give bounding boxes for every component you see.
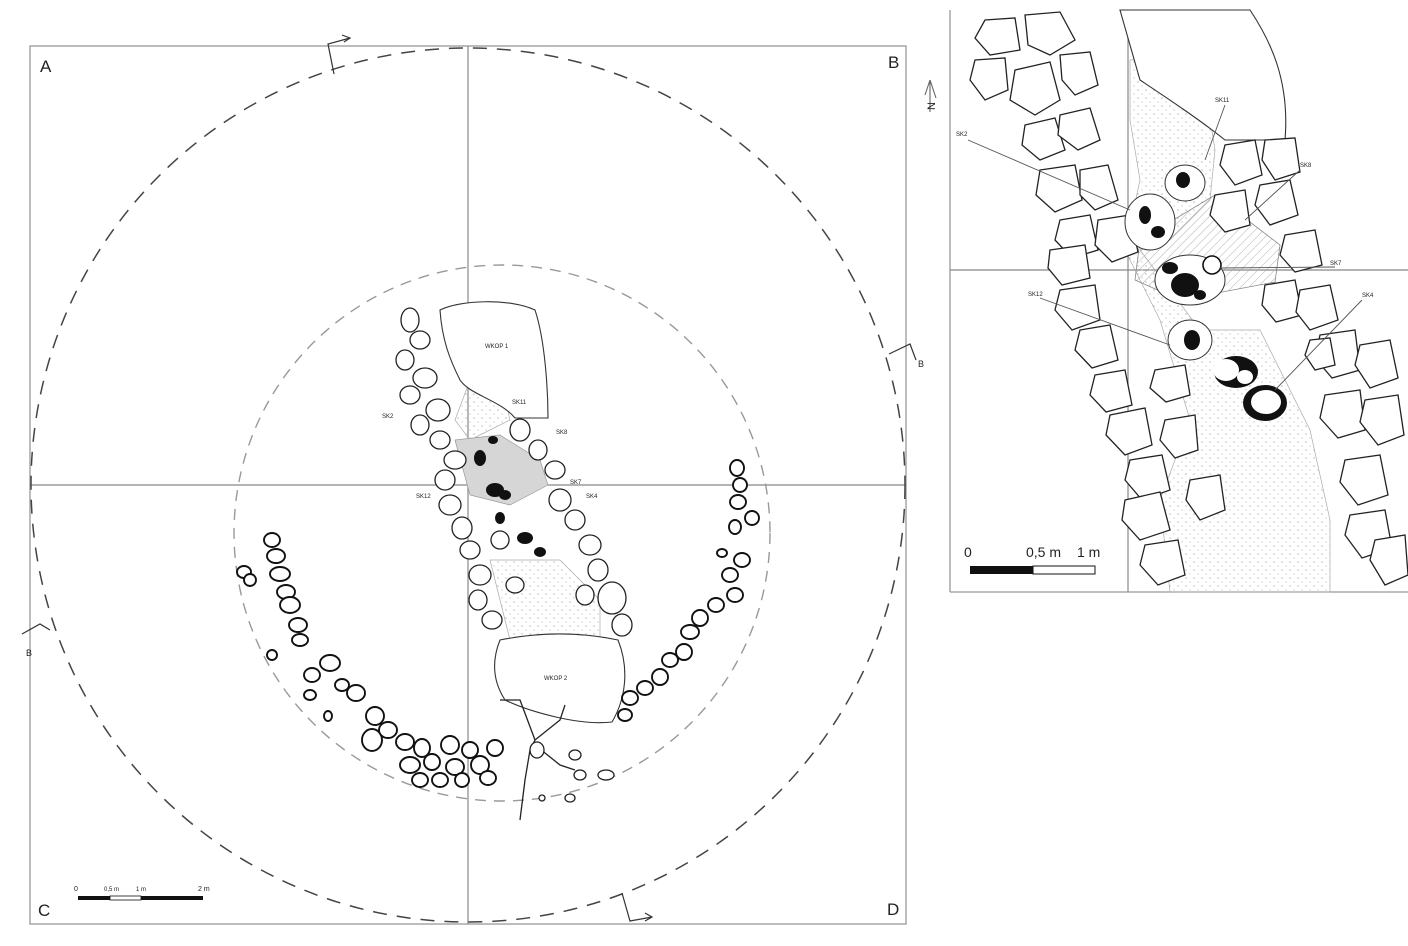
corner-label-c: C: [38, 901, 50, 920]
cairn-stone-band: WKOP 1 WKOP 2 SK2 SK11 SK8 SK7 SK12 SK4: [382, 301, 633, 724]
root-trace: [500, 699, 615, 821]
detail-scale-bar: 0 0,5 m 1 m: [964, 544, 1100, 575]
pit-wkop1-label: WKOP 1: [485, 344, 509, 350]
detail-stones-left: [969, 11, 1226, 586]
detail-feature-label-sk7: SK7: [1330, 261, 1342, 267]
detail-feature-label-sk4: SK4: [1362, 293, 1374, 299]
detail-scale-mid: 0,5 m: [1026, 544, 1061, 560]
detail-leader-lines: [967, 104, 1363, 391]
main-scale-two: 2 m: [198, 886, 210, 893]
section-label-right: B: [918, 359, 924, 369]
detail-double-pit: [1213, 356, 1287, 421]
section-label-left: B: [26, 648, 32, 658]
section-arrow-right: [888, 343, 917, 361]
outer-dashed-circle: [30, 47, 906, 923]
pit-wkop1-outline: [439, 301, 549, 419]
main-feature-label-sk4: SK4: [586, 494, 598, 500]
section-arrow-top: [327, 34, 352, 75]
main-scale-zero: 0: [74, 886, 78, 893]
main-feature-label-sk8: SK8: [556, 430, 568, 436]
corner-label-d: D: [887, 900, 899, 919]
section-arrow-bottom: [621, 892, 654, 922]
main-scale-one: 1 m: [136, 887, 146, 893]
inner-dashed-circle: [233, 264, 771, 802]
north-arrow: [924, 79, 937, 112]
corner-label-a: A: [40, 57, 52, 76]
detail-feature-label-sk11: SK11: [1215, 98, 1230, 104]
main-scale-mid: 0,5 m: [104, 887, 119, 893]
main-feature-label-sk7: SK7: [570, 480, 582, 486]
main-feature-label-sk2: SK2: [382, 414, 394, 420]
section-arrow-left: [21, 623, 51, 635]
detail-plan: SK2 SK11 SK8 SK7 SK12 SK4 0 0,5 m 1 m: [949, 9, 1408, 593]
detail-feature-label-sk2: SK2: [956, 132, 968, 138]
detail-features: [1124, 164, 1287, 421]
stone-arc-right: [617, 459, 760, 722]
corner-label-b: B: [888, 53, 899, 72]
pit-wkop2-label: WKOP 2: [544, 676, 568, 682]
north-arrow-label: N: [926, 102, 938, 110]
main-plan: A B C D B B: [21, 34, 924, 925]
detail-feature-label-sk12: SK12: [1028, 292, 1043, 298]
detail-scale-one: 1 m: [1077, 544, 1100, 560]
pit-wkop2-outline: [493, 633, 626, 724]
main-feature-label-sk11: SK11: [512, 400, 527, 406]
detail-stones-right: [1209, 137, 1408, 586]
main-scale-bar: 0 0,5 m 1 m 2 m: [74, 886, 210, 901]
main-feature-label-sk12: SK12: [416, 494, 431, 500]
stone-arc-left: [236, 532, 504, 788]
detail-scale-zero: 0: [964, 544, 972, 560]
detail-feature-label-sk8: SK8: [1300, 163, 1312, 169]
